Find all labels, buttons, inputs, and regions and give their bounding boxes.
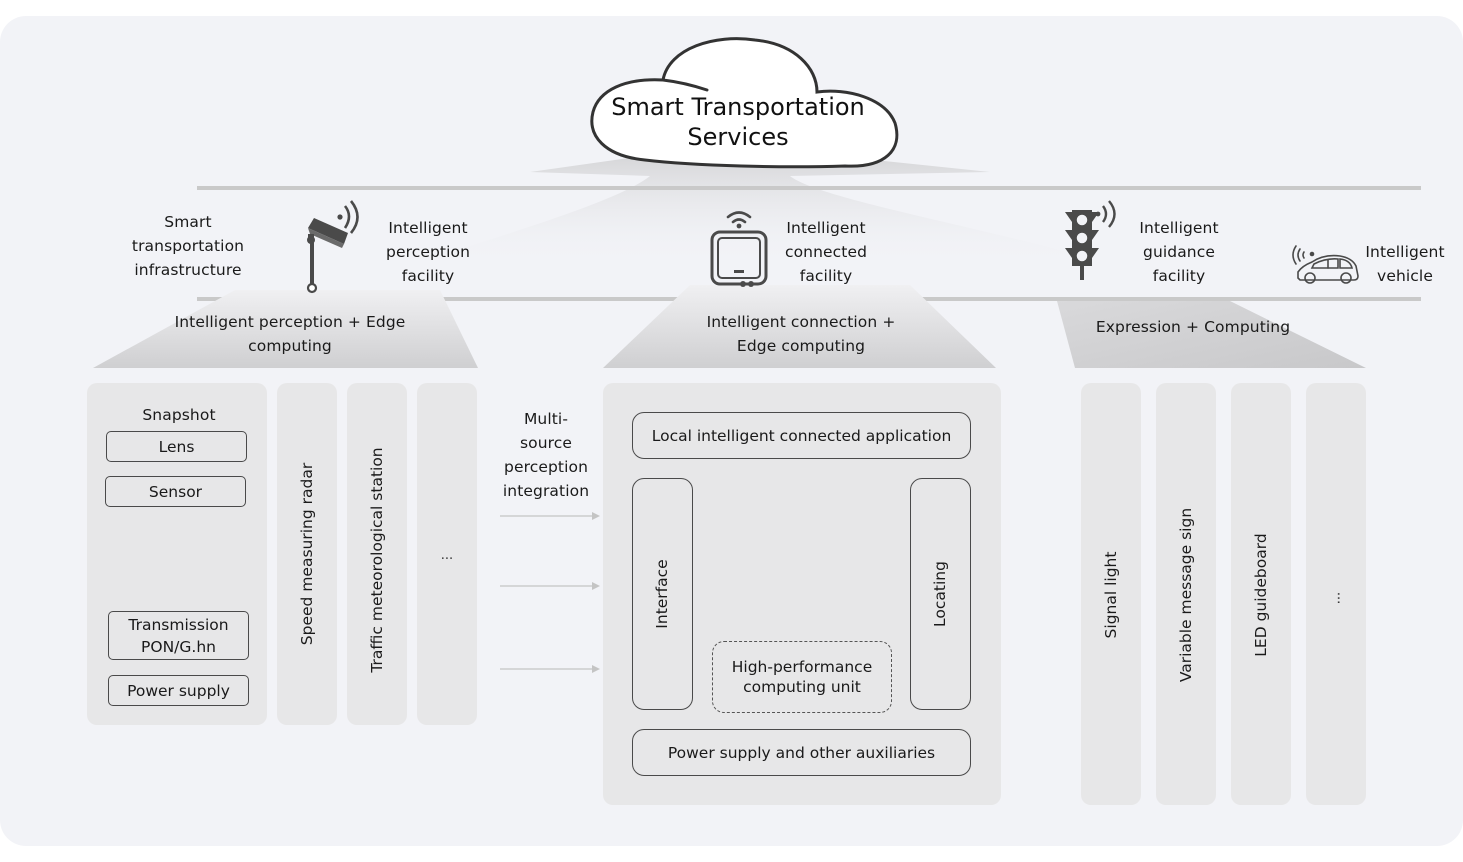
facility-label-guidance: Intelligent guidance facility: [1124, 216, 1234, 288]
surveillance-camera-icon: [306, 200, 359, 294]
signal-light-label: Signal light: [1102, 551, 1120, 639]
facility-label-line: guidance: [1143, 243, 1215, 261]
cloud-title: Smart Transportation Services: [600, 92, 876, 152]
infrastructure-label-line: Smart: [164, 213, 212, 231]
facility-label-line: Intelligent: [1139, 219, 1219, 237]
header-line: Edge computing: [736, 337, 866, 355]
meteorological-station-panel: [347, 383, 407, 725]
facility-label-line: facility: [401, 267, 455, 285]
transmission-line: PON/G.hn: [141, 637, 216, 656]
more-perception-label: ...: [440, 548, 454, 563]
connected-car-icon: [1292, 245, 1359, 284]
locating-box: [910, 478, 971, 710]
top-divider: [197, 186, 1421, 190]
facility-label-line: perception: [386, 243, 470, 261]
cloud-title-line1: Smart Transportation: [611, 93, 865, 121]
connection-funnel: [603, 285, 996, 368]
facility-label-line: Intelligent: [786, 219, 866, 237]
infrastructure-label: Smart transportation infrastructure: [118, 210, 258, 282]
more-expression-panel: [1306, 383, 1366, 805]
connection-edge-header: Intelligent connection + Edge computing: [660, 310, 942, 358]
computing-unit-line: computing unit: [743, 678, 861, 696]
sensor-box: Sensor: [105, 476, 246, 507]
locating-label: Locating: [931, 561, 949, 627]
integration-label-line: perception: [504, 458, 588, 476]
cloud-spread-shape: [420, 148, 1100, 262]
computing-unit-line: High-performance: [731, 658, 873, 676]
header-line: Intelligent perception + Edge: [174, 313, 406, 331]
speed-radar-label: Speed measuring radar: [298, 462, 316, 646]
computing-unit-box: High-performance computing unit: [712, 641, 892, 713]
facility-label-line: vehicle: [1377, 267, 1433, 285]
integration-label: Multi- source perception integration: [494, 407, 598, 503]
lens-box: Lens: [106, 431, 247, 462]
meteorological-station-label: Traffic meteorological station: [368, 447, 386, 673]
connected-terminal-icon: [710, 211, 768, 287]
snapshot-panel: [87, 383, 267, 725]
snapshot-title: Snapshot: [142, 406, 216, 424]
expression-funnel: [1057, 301, 1366, 368]
more-expression-label: ...: [1328, 591, 1344, 605]
traffic-light-icon: [1065, 200, 1116, 280]
transmission-line: Transmission: [128, 615, 229, 634]
header-line: computing: [248, 337, 332, 355]
led-guideboard-panel: [1231, 383, 1291, 805]
header-line: Expression + Computing: [1095, 318, 1291, 336]
header-line: Intelligent connection +: [706, 313, 896, 331]
infrastructure-label-line: infrastructure: [134, 261, 242, 279]
facility-label-line: connected: [784, 243, 868, 261]
local-application-box: Local intelligent connected application: [632, 412, 971, 459]
facility-label-connected: Intelligent connected facility: [770, 216, 882, 288]
perception-funnel: [93, 290, 478, 368]
facility-label-vehicle: Intelligent vehicle: [1356, 240, 1454, 288]
signal-light-panel: [1081, 383, 1141, 805]
variable-message-sign-panel: [1156, 383, 1216, 805]
perception-edge-header: Intelligent perception + Edge computing: [150, 310, 430, 358]
led-guideboard-label: LED guideboard: [1252, 533, 1270, 657]
transmission-box: Transmission PON/G.hn: [108, 611, 249, 660]
infrastructure-label-line: transportation: [131, 237, 245, 255]
integration-arrows: [500, 512, 600, 673]
expression-computing-header: Expression + Computing: [1080, 315, 1306, 339]
integration-label-line: Multi-: [523, 410, 569, 428]
cloud-icon: [590, 37, 899, 169]
integration-label-line: integration: [502, 482, 590, 500]
interface-label: Interface: [653, 559, 671, 629]
edge-computing-panel: [603, 383, 1001, 805]
speed-radar-panel: [277, 383, 337, 725]
integration-label-line: source: [519, 434, 573, 452]
facility-label-line: Intelligent: [1365, 243, 1445, 261]
interface-box: [632, 478, 693, 710]
facility-label-perception: Intelligent perception facility: [372, 216, 484, 288]
cloud-title-line2: Services: [687, 123, 789, 151]
facility-label-line: Intelligent: [388, 219, 468, 237]
facility-label-line: facility: [799, 267, 853, 285]
power-supply-box: Power supply: [108, 675, 249, 706]
more-perception-panel: [417, 383, 477, 725]
variable-message-sign-label: Variable message sign: [1177, 507, 1195, 683]
power-auxiliaries-box: Power supply and other auxiliaries: [632, 729, 971, 776]
facility-label-line: facility: [1152, 267, 1206, 285]
